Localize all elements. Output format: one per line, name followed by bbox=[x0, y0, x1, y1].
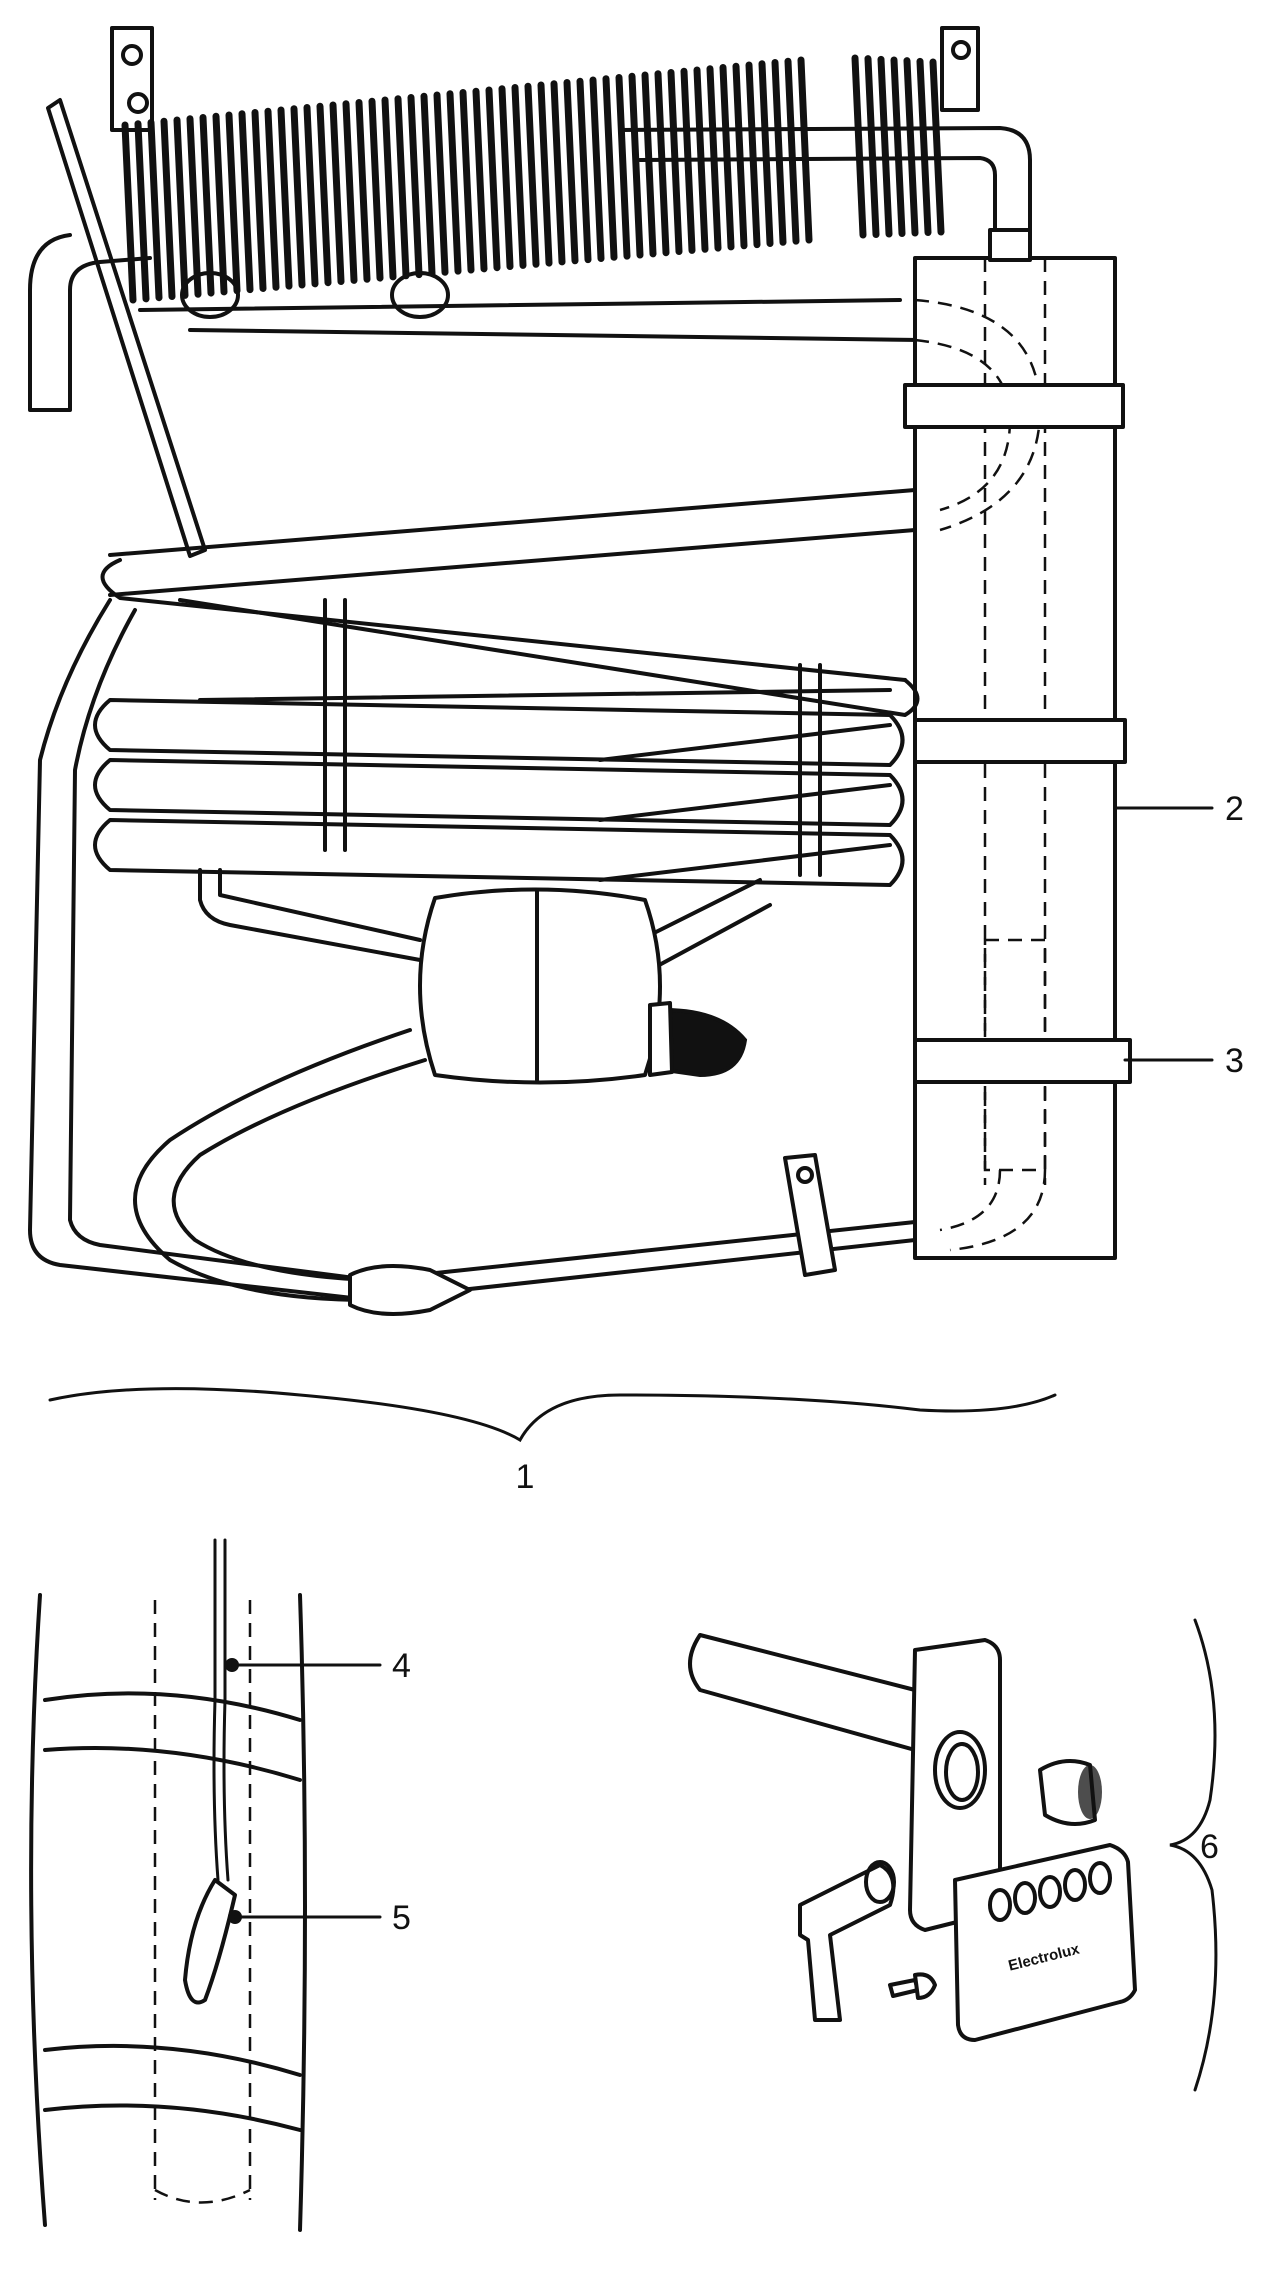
condenser-top-pipe bbox=[618, 126, 1032, 234]
condenser-fins bbox=[121, 54, 945, 304]
return-pipe-left-outer bbox=[28, 598, 372, 1302]
return-pipe-left-inner bbox=[68, 608, 372, 1282]
support-rod bbox=[46, 98, 207, 558]
condenser-tube-lower bbox=[138, 298, 902, 312]
diagonal-pipe-upper-inner bbox=[108, 528, 917, 597]
callout-6: 6 bbox=[1200, 1828, 1219, 1866]
tube-clamp-lower bbox=[913, 1038, 1132, 1084]
nameplate-buttons bbox=[988, 1861, 1112, 1922]
tube-detail bbox=[29, 1538, 307, 2232]
condenser-top-pipe-inner bbox=[638, 156, 997, 234]
evaporator-coils bbox=[93, 558, 920, 887]
diagonal-pipe-upper bbox=[108, 488, 917, 557]
callout-3: 3 bbox=[1225, 1042, 1244, 1080]
condenser-left-bend bbox=[28, 233, 152, 412]
mounting-bracket-right bbox=[940, 26, 980, 112]
callout-2: 2 bbox=[1225, 790, 1244, 828]
lower-loop-outer bbox=[133, 1028, 412, 1302]
callout-4: 4 bbox=[392, 1647, 411, 1685]
lower-loop-inner bbox=[171, 1058, 427, 1282]
pipe-coupling bbox=[348, 1264, 472, 1316]
bottom-bracket bbox=[783, 1153, 837, 1277]
burner-kit: Electrolux bbox=[688, 1633, 1137, 2042]
t-key bbox=[798, 1863, 896, 2022]
control-nameplate bbox=[953, 1843, 1137, 2042]
condenser-tube-upper bbox=[188, 328, 922, 342]
brace-item-6 bbox=[1169, 1618, 1218, 2092]
tube-clamp-upper bbox=[903, 383, 1125, 429]
flue-pipe bbox=[688, 1633, 917, 1752]
brace-item-1 bbox=[48, 1387, 1057, 1443]
screw bbox=[888, 1978, 920, 1998]
reservoir-tank bbox=[198, 868, 772, 1085]
cooling-unit-assembly bbox=[28, 26, 1132, 1316]
mounting-bracket-left bbox=[110, 26, 154, 132]
tube-clamp-middle bbox=[913, 718, 1127, 764]
callout-1: 1 bbox=[516, 1458, 535, 1496]
callout-5: 5 bbox=[392, 1899, 411, 1937]
